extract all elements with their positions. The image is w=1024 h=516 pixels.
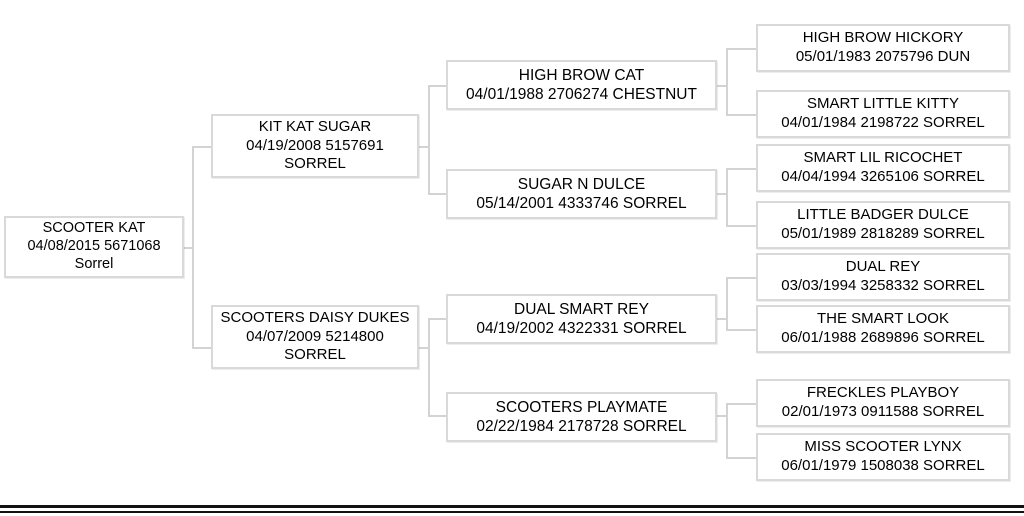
- connector-gen2-1-stem: [716, 193, 728, 195]
- node-gen2-3-name: SCOOTERS PLAYMATE: [495, 398, 668, 416]
- node-gen3-2-details: 04/04/1994 3265106 SORREL: [781, 168, 985, 185]
- node-gen3-5-details: 06/01/1988 2689896 SORREL: [781, 329, 985, 346]
- node-gen3-7-details: 06/01/1979 1508038 SORREL: [781, 457, 985, 474]
- node-gen1-0-details: 04/19/2008 5157691: [246, 136, 384, 154]
- node-gen1-0-name: KIT KAT SUGAR: [258, 118, 372, 136]
- node-gen3-3[interactable]: LITTLE BADGER DULCE 05/01/1989 2818289 S…: [756, 201, 1010, 249]
- connector-gen1-0-bracket: [428, 85, 430, 195]
- node-gen3-4[interactable]: DUAL REY 03/03/1994 3258332 SORREL: [756, 253, 1010, 301]
- connector-gen2-2-bracket: [726, 277, 728, 331]
- node-gen3-6-name: FRECKLES PLAYBOY: [806, 384, 960, 402]
- node-gen3-6-details: 02/01/1973 0911588 SORREL: [781, 403, 985, 420]
- node-gen3-3-name: LITTLE BADGER DULCE: [797, 206, 969, 224]
- node-gen2-0[interactable]: HIGH BROW CAT 04/01/1988 2706274 CHESTNU…: [446, 60, 717, 110]
- node-subject-color: Sorrel: [74, 255, 114, 272]
- node-subject-name: SCOOTER KAT: [42, 220, 146, 237]
- node-gen3-6[interactable]: FRECKLES PLAYBOY 02/01/1973 0911588 SORR…: [756, 379, 1010, 427]
- node-gen1-0[interactable]: KIT KAT SUGAR 04/19/2008 5157691 SORREL: [211, 114, 419, 178]
- connector-to-gen3-0: [726, 48, 756, 50]
- connector-to-gen1-0: [192, 146, 212, 148]
- node-gen3-7-name: MISS SCOOTER LYNX: [804, 438, 962, 456]
- node-gen3-3-details: 05/01/1989 2818289 SORREL: [781, 225, 985, 242]
- node-gen3-5-name: THE SMART LOOK: [817, 310, 949, 328]
- node-gen1-1[interactable]: SCOOTERS DAISY DUKES 04/07/2009 5214800 …: [211, 305, 419, 369]
- connector-gen2-1-bracket: [726, 168, 728, 227]
- connector-gen1-1-bracket: [428, 318, 430, 417]
- node-gen3-1[interactable]: SMART LITTLE KITTY 04/01/1984 2198722 SO…: [756, 90, 1010, 138]
- connector-gen2-3-stem: [716, 415, 728, 417]
- connector-to-gen1-1: [192, 347, 212, 349]
- connector-gen2-3-bracket: [726, 403, 728, 459]
- node-gen1-1-name: SCOOTERS DAISY DUKES: [220, 309, 410, 327]
- connector-to-gen2-0: [428, 85, 446, 87]
- connector-gen2-0-stem: [716, 85, 728, 87]
- node-gen3-5[interactable]: THE SMART LOOK 06/01/1988 2689896 SORREL: [756, 305, 1010, 353]
- node-gen2-3-details: 02/22/1984 2178728 SORREL: [476, 418, 687, 435]
- connector-to-gen3-3: [726, 225, 756, 227]
- node-gen1-0-color: SORREL: [284, 155, 346, 173]
- connector-to-gen3-1: [726, 114, 756, 116]
- node-gen3-0[interactable]: HIGH BROW HICKORY 05/01/1983 2075796 DUN: [756, 24, 1010, 72]
- node-gen2-3[interactable]: SCOOTERS PLAYMATE 02/22/1984 2178728 SOR…: [446, 392, 717, 442]
- connector-gen1-0-stem: [418, 146, 430, 148]
- connector-gen2-0-bracket: [726, 48, 728, 116]
- node-gen3-2-name: SMART LIL RICOCHET: [803, 149, 963, 167]
- node-gen3-4-name: DUAL REY: [845, 258, 921, 276]
- connector-to-gen3-2: [726, 168, 756, 170]
- connector-subject-bracket: [192, 146, 194, 349]
- node-gen2-2-name: DUAL SMART REY: [514, 300, 649, 318]
- node-gen3-0-name: HIGH BROW HICKORY: [802, 29, 964, 47]
- node-gen3-7[interactable]: MISS SCOOTER LYNX 06/01/1979 1508038 SOR…: [756, 433, 1010, 481]
- connector-to-gen3-4: [726, 277, 756, 279]
- connector-gen1-1-stem: [418, 347, 430, 349]
- node-gen3-4-details: 03/03/1994 3258332 SORREL: [781, 277, 985, 294]
- node-gen1-1-details: 04/07/2009 5214800: [246, 327, 384, 345]
- bottom-divider: [0, 505, 1024, 508]
- node-gen3-0-details: 05/01/1983 2075796 DUN: [795, 48, 971, 65]
- node-gen2-1-name: SUGAR N DULCE: [517, 175, 646, 193]
- node-gen2-2[interactable]: DUAL SMART REY 04/19/2002 4322331 SORREL: [446, 294, 717, 344]
- connector-subject-stem: [182, 247, 194, 249]
- node-gen3-1-details: 04/01/1984 2198722 SORREL: [781, 114, 985, 131]
- connector-to-gen2-3: [428, 415, 446, 417]
- connector-to-gen3-5: [726, 329, 756, 331]
- node-subject-details: 04/08/2015 5671068: [27, 238, 161, 255]
- node-gen2-0-details: 04/01/1988 2706274 CHESTNUT: [466, 86, 697, 103]
- connector-to-gen2-1: [428, 193, 446, 195]
- connector-to-gen3-6: [726, 403, 756, 405]
- node-gen3-2[interactable]: SMART LIL RICOCHET 04/04/1994 3265106 SO…: [756, 144, 1010, 192]
- bottom-divider-secondary: [0, 511, 1024, 513]
- node-gen2-1-details: 05/14/2001 4333746 SORREL: [476, 195, 687, 212]
- node-gen2-2-details: 04/19/2002 4322331 SORREL: [476, 320, 687, 337]
- connector-to-gen3-7: [726, 457, 756, 459]
- node-gen2-1[interactable]: SUGAR N DULCE 05/14/2001 4333746 SORREL: [446, 169, 717, 219]
- connector-gen2-2-stem: [716, 318, 728, 320]
- node-gen3-1-name: SMART LITTLE KITTY: [807, 95, 959, 113]
- node-gen1-1-color: SORREL: [284, 346, 346, 364]
- node-subject[interactable]: SCOOTER KAT 04/08/2015 5671068 Sorrel: [4, 216, 184, 278]
- node-gen2-0-name: HIGH BROW CAT: [518, 66, 645, 84]
- connector-to-gen2-2: [428, 318, 446, 320]
